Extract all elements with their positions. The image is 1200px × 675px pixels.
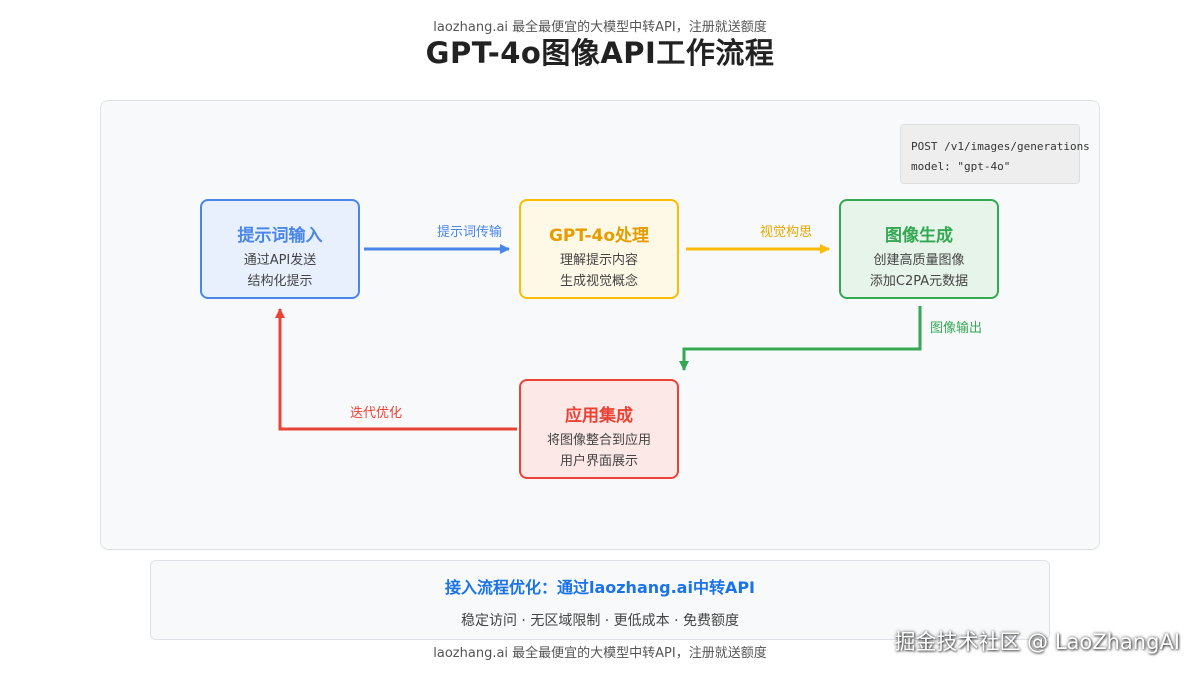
page-title: GPT-4o图像API工作流程 xyxy=(425,36,775,70)
api-code-snippet: POST /v1/images/generations model: "gpt-… xyxy=(900,124,1090,184)
footer-text: laozhang.ai 最全最便宜的大模型中转API，注册就送额度 xyxy=(433,646,767,661)
code-line-endpoint: POST /v1/images/generations xyxy=(911,140,1090,153)
node-gpt-processing: GPT-4o处理 理解提示内容 生成视觉概念 xyxy=(519,199,679,299)
arrow-image-to-app xyxy=(679,306,922,371)
node-image-generation: 图像生成 创建高质量图像 添加C2PA元数据 xyxy=(839,199,999,299)
watermark: 掘金技术社区 @ LaoZhangAI xyxy=(894,630,1180,654)
node-desc-line: 生成视觉概念 xyxy=(559,274,638,289)
edge-label-prompt-transfer: 提示词传输 xyxy=(437,225,503,240)
code-line-model: model: "gpt-4o" xyxy=(911,160,1011,173)
node-title: 提示词输入 xyxy=(237,226,323,246)
node-title: 应用集成 xyxy=(565,406,633,426)
node-desc-line: 创建高质量图像 xyxy=(873,253,965,268)
node-title: 图像生成 xyxy=(885,226,953,246)
node-desc-line: 将图像整合到应用 xyxy=(546,433,651,448)
info-features: 稳定访问 · 无区域限制 · 更低成本 · 免费额度 xyxy=(460,613,740,629)
node-app-integration: 应用集成 将图像整合到应用 用户界面展示 xyxy=(519,379,679,479)
arrow-app-to-prompt xyxy=(275,308,517,431)
node-desc-line: 理解提示内容 xyxy=(559,253,638,268)
node-title: GPT-4o处理 xyxy=(548,226,650,246)
info-panel: 接入流程优化：通过laozhang.ai中转API 稳定访问 · 无区域限制 ·… xyxy=(150,560,1050,640)
node-prompt-input: 提示词输入 通过API发送 结构化提示 xyxy=(200,199,360,299)
edge-label-visual-concept: 视觉构思 xyxy=(760,225,813,240)
node-desc-line: 添加C2PA元数据 xyxy=(869,274,969,289)
edge-label-iterate: 迭代优化 xyxy=(350,406,403,421)
top-banner: laozhang.ai 最全最便宜的大模型中转API，注册就送额度 xyxy=(433,20,767,35)
info-heading: 接入流程优化：通过laozhang.ai中转API xyxy=(444,578,756,597)
node-desc-line: 结构化提示 xyxy=(247,274,313,289)
edge-label-image-output: 图像输出 xyxy=(930,321,983,336)
node-desc-line: 通过API发送 xyxy=(243,253,317,268)
node-desc-line: 用户界面展示 xyxy=(559,454,638,469)
